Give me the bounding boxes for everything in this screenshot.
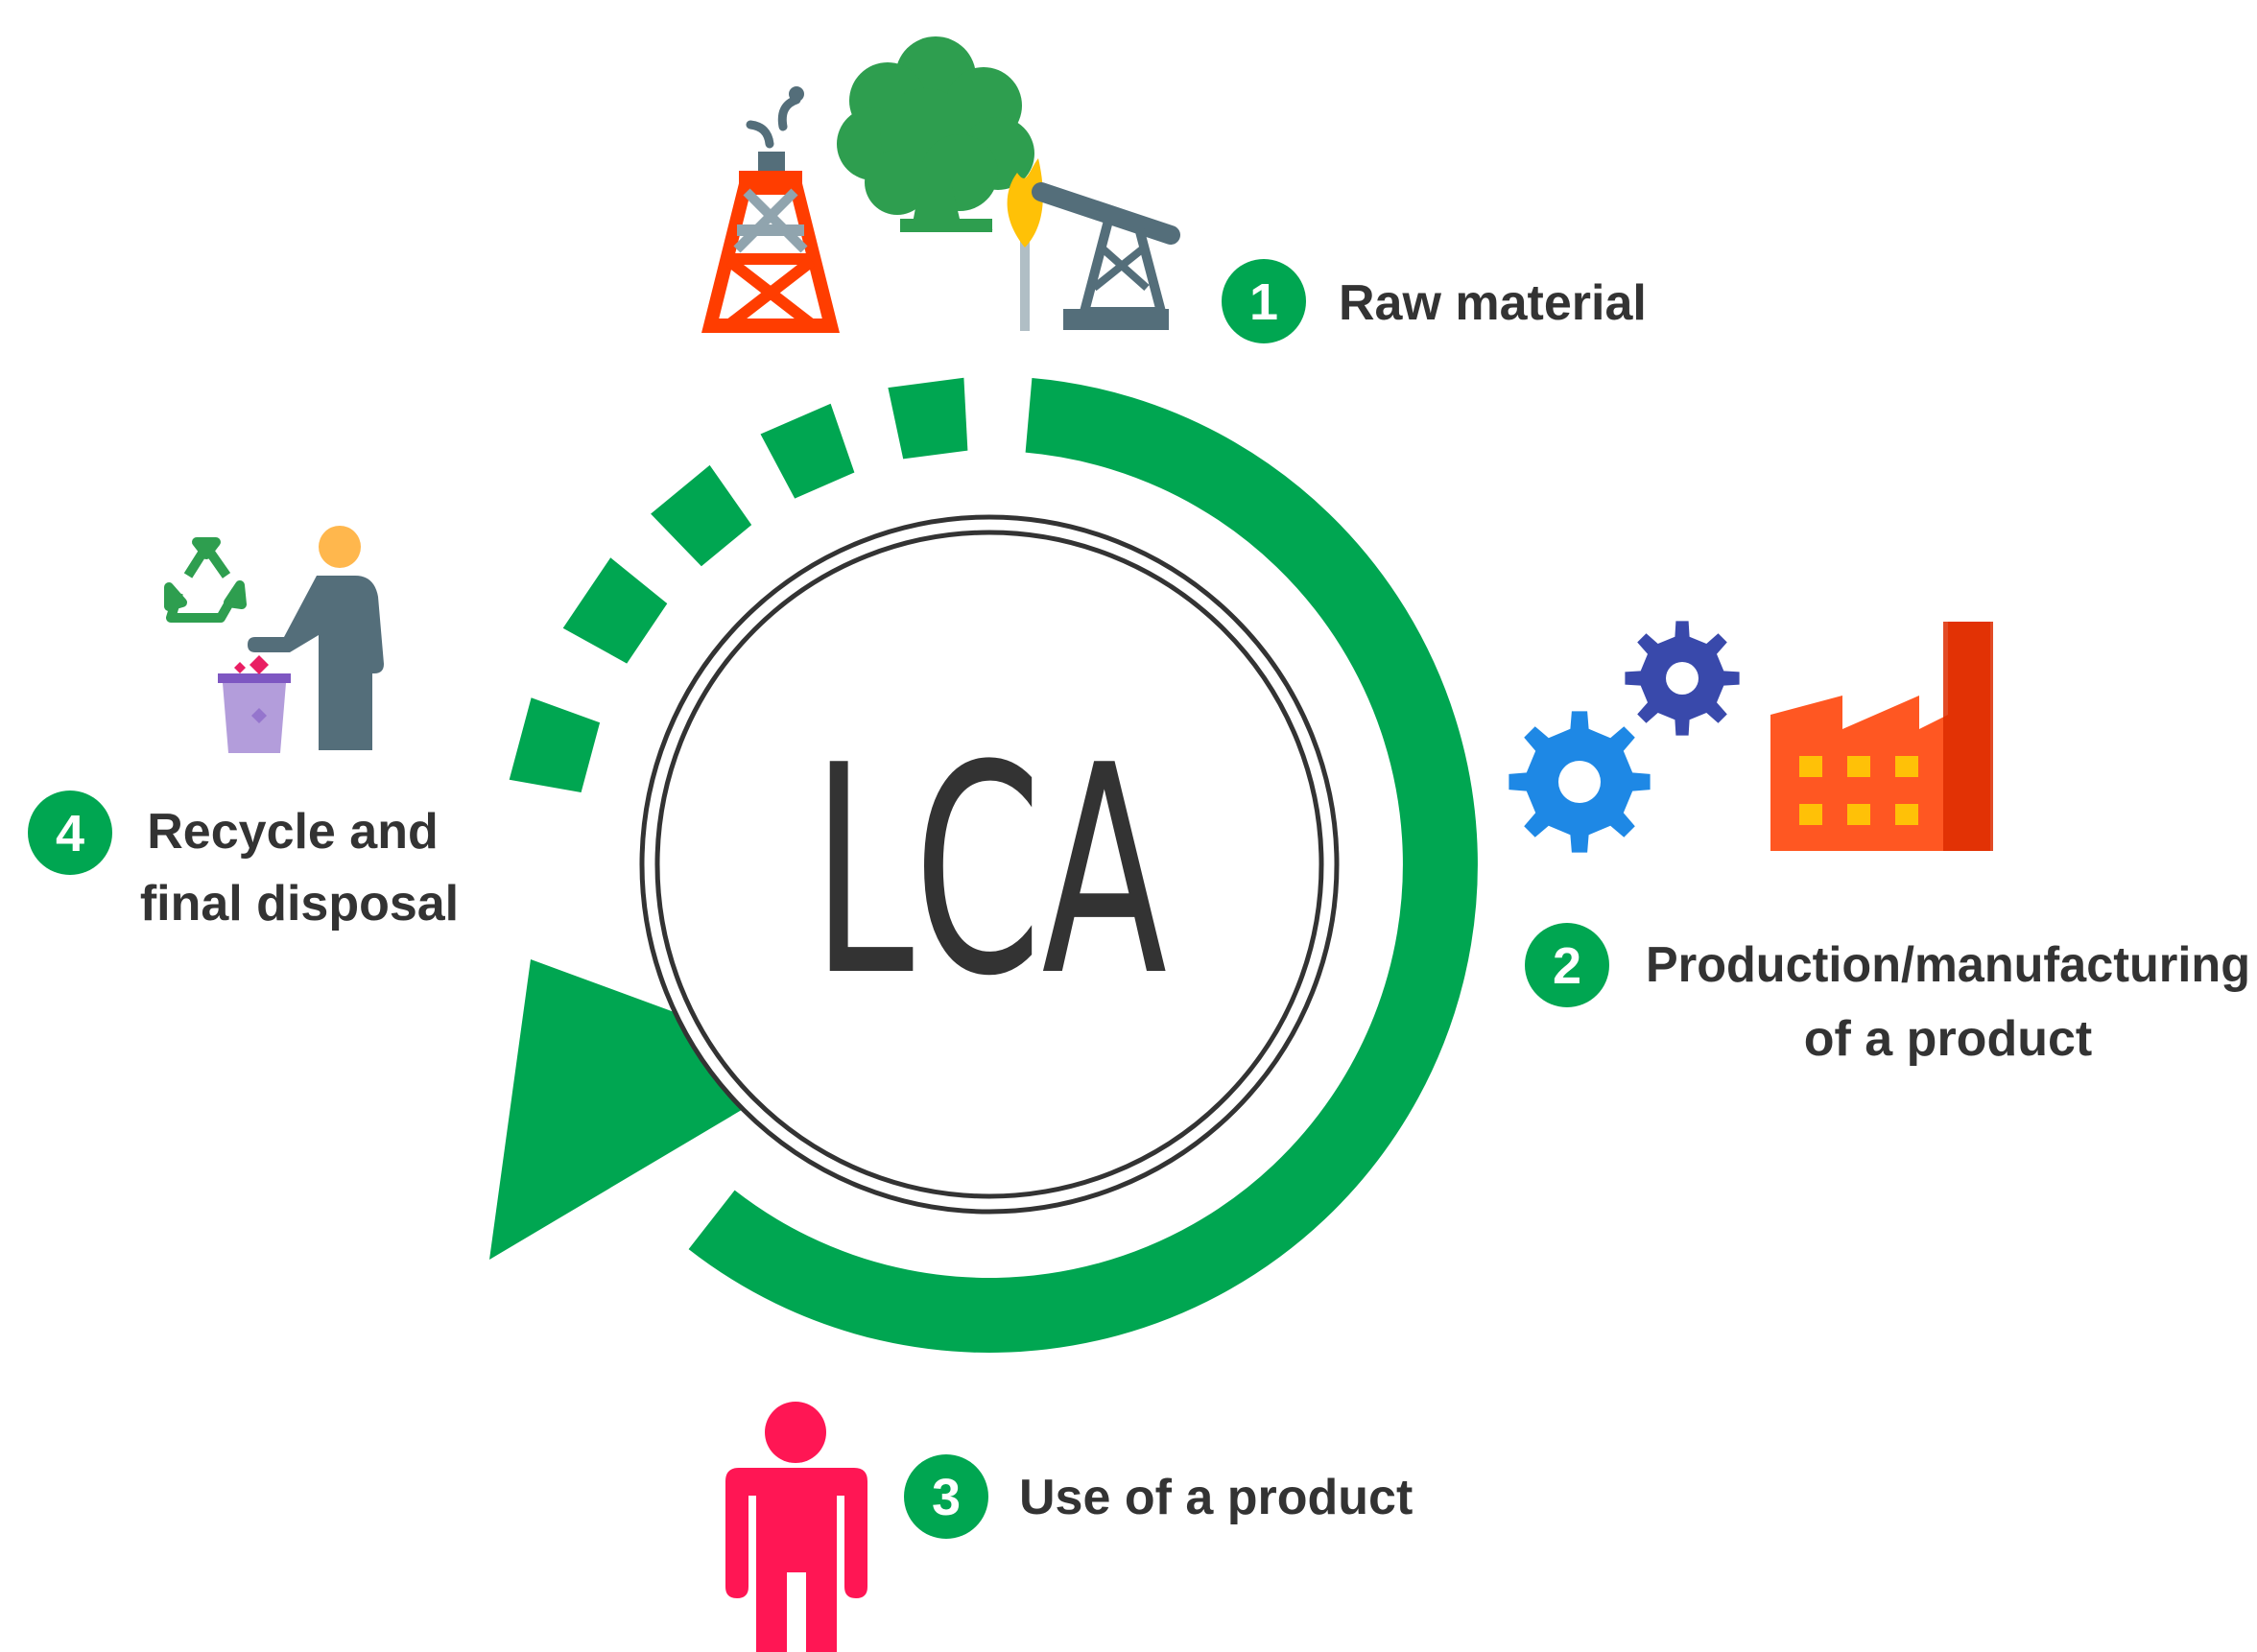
stage-3-label: 3 Use of a product xyxy=(904,1454,1413,1539)
cycle-arrowhead xyxy=(489,959,818,1260)
stage-number-badge xyxy=(1525,923,1609,1007)
stage-number: 3 xyxy=(932,1469,961,1526)
factory-icon xyxy=(1770,622,1993,851)
stage-label-line: Recycle and xyxy=(147,804,439,860)
lca-inner-ring xyxy=(654,530,1324,1199)
stage-label-line: final disposal xyxy=(140,876,459,932)
stage-1-icons xyxy=(701,36,1180,333)
lca-center: LCA xyxy=(639,514,1340,1215)
stage-4-label: 4 Recycle and final disposal xyxy=(28,791,459,932)
recycle-icon xyxy=(164,537,247,623)
gear-hole xyxy=(1558,761,1601,803)
factory-windows xyxy=(1799,756,1918,825)
person-icon xyxy=(725,1402,867,1652)
cycle-dash-segment xyxy=(760,403,855,499)
gear-icon xyxy=(1625,621,1740,736)
stage-number-badge xyxy=(904,1454,988,1539)
stage-number: 4 xyxy=(56,805,84,862)
stage-2-label: 2 Production/manufacturing of a product xyxy=(1525,923,2250,1067)
lca-outer-ring xyxy=(639,514,1340,1215)
stage-number-badge xyxy=(28,791,112,875)
gas-flare-icon xyxy=(1007,158,1043,331)
lca-title: LCA xyxy=(812,704,1167,1039)
cycle-dash-segment xyxy=(562,557,668,664)
oil-derrick-icon xyxy=(701,86,840,333)
stage-label-line: of a product xyxy=(1804,1011,2092,1067)
stage-label-line: Raw material xyxy=(1339,275,1647,331)
gear-icon xyxy=(1509,711,1651,853)
gear-hole xyxy=(1666,662,1699,695)
cycle-dash-segment xyxy=(509,697,601,792)
stage-number: 1 xyxy=(1249,273,1278,331)
stage-number: 2 xyxy=(1553,937,1581,995)
trash-bin-icon xyxy=(218,655,291,753)
tree-icon xyxy=(837,36,1034,232)
stage-label-line: Use of a product xyxy=(1019,1470,1413,1525)
stage-1-label: 1 Raw material xyxy=(1222,259,1647,343)
stage-2-icons xyxy=(1509,621,1993,853)
stage-3-icons xyxy=(725,1402,867,1652)
person-disposing-icon xyxy=(248,526,384,750)
cycle-solid-arc xyxy=(688,377,1478,1353)
cycle-arrow xyxy=(489,377,1478,1353)
cycle-dashed-segments xyxy=(509,377,968,792)
cycle-dash-segment xyxy=(888,377,968,460)
stage-4-icons xyxy=(164,526,384,753)
pumpjack-icon xyxy=(1032,182,1180,330)
stage-label-line: Production/manufacturing xyxy=(1646,937,2250,993)
stage-number-badge xyxy=(1222,259,1306,343)
cycle-dash-segment xyxy=(651,464,752,567)
